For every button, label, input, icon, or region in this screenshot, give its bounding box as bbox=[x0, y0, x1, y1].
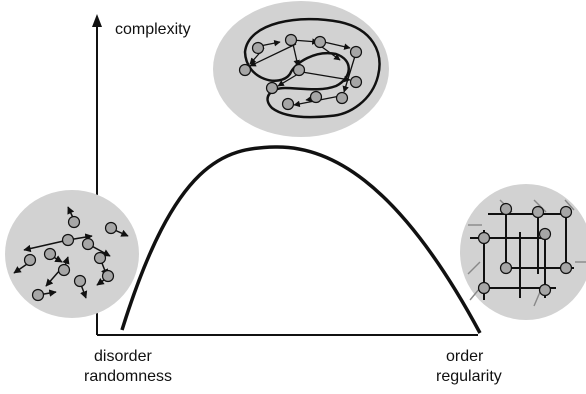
x-axis-left-label-line1: disorder bbox=[94, 348, 152, 366]
complexity-curve bbox=[122, 147, 480, 333]
x-axis-right-label-line1: order bbox=[446, 348, 483, 366]
x-axis-right-label-line2: regularity bbox=[436, 368, 502, 386]
x-axis-left-label-line2: randomness bbox=[84, 368, 172, 386]
crystal-lattice-icon bbox=[460, 184, 586, 320]
complex-network-icon bbox=[213, 1, 389, 137]
y-axis-label: complexity bbox=[115, 21, 191, 39]
y-axis-arrowhead bbox=[92, 14, 102, 27]
random-gas-particles-icon bbox=[5, 190, 139, 318]
